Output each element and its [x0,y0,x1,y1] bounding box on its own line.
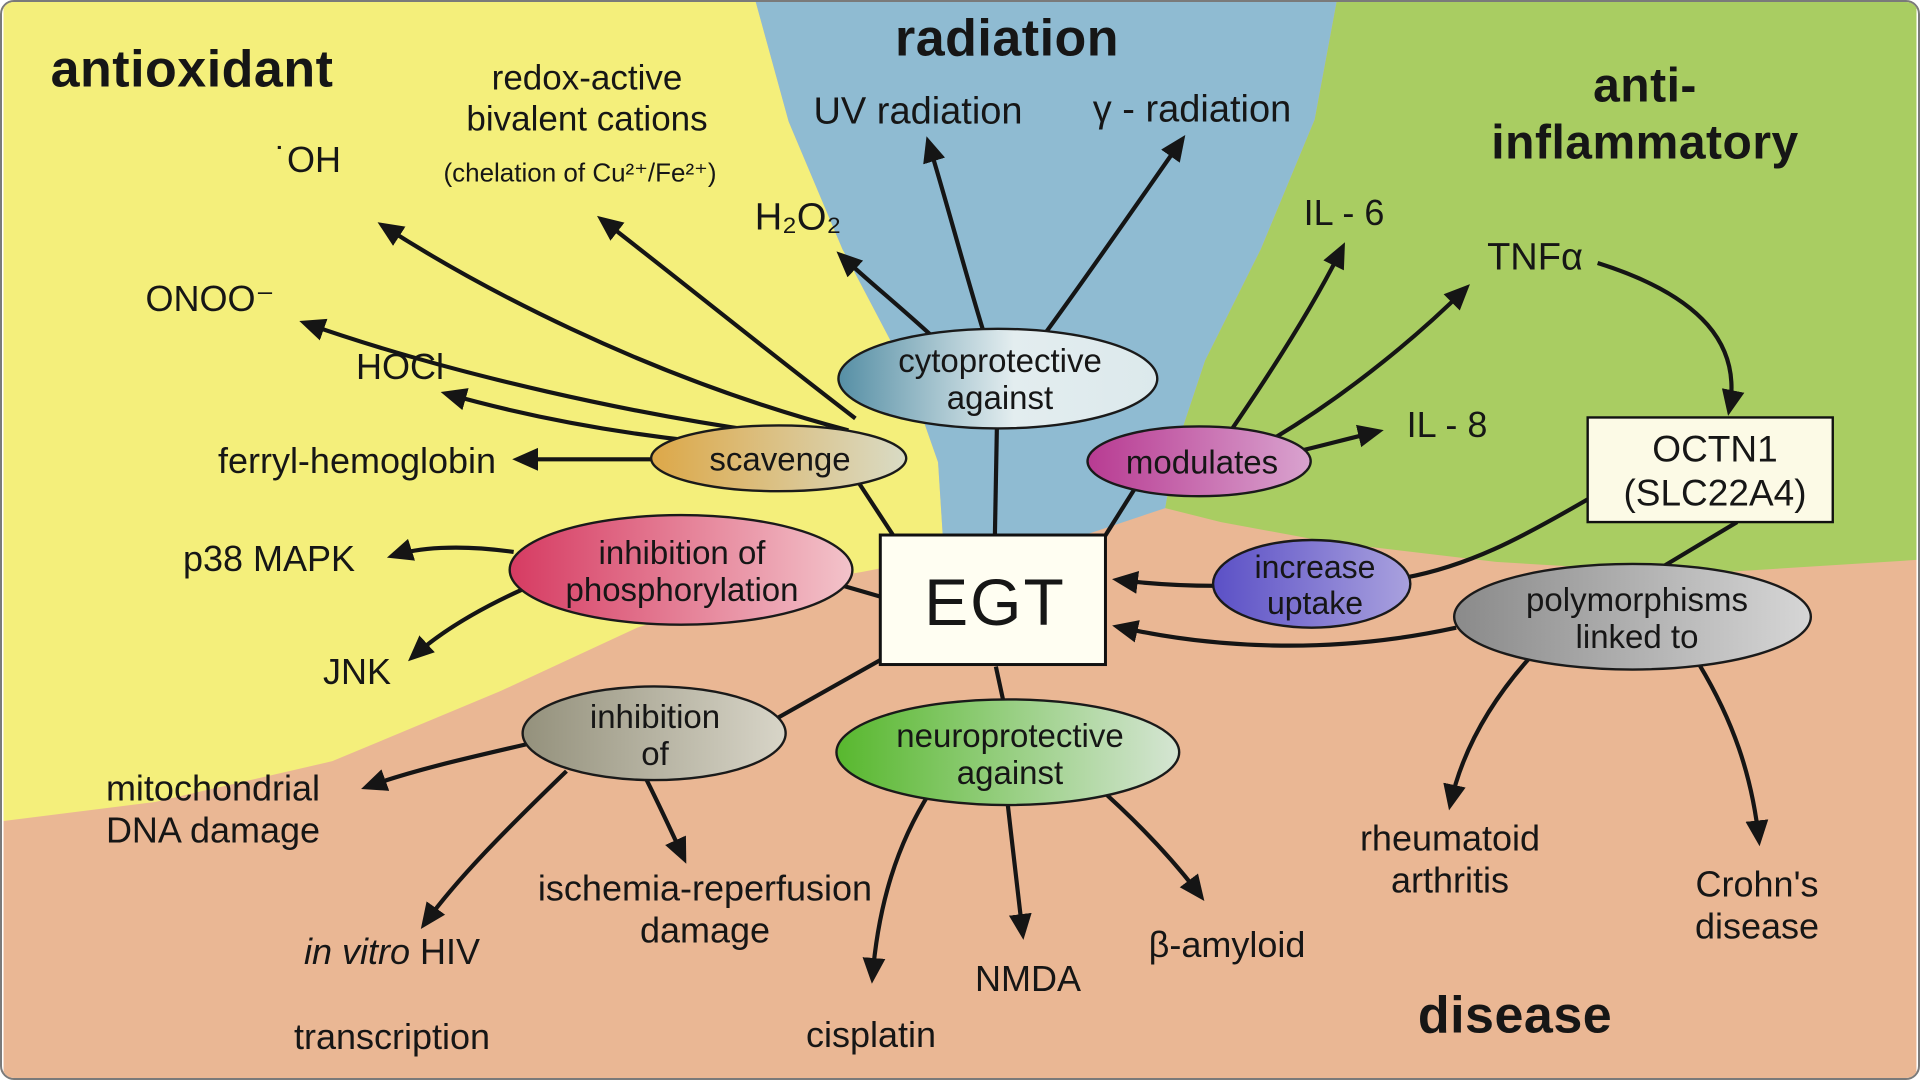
line-egt-inhibition-of [777,653,890,720]
egt-label: EGT [924,565,1066,640]
inhibition-phosphorylation-node [508,513,854,626]
octn1-label: OCTN1 (SLC22A4) [1623,428,1807,513]
arrow-inhibition-to-invitro-hiv [420,769,568,929]
label-h2o2: H₂O₂ [754,196,842,239]
modulates-label: modulates [1125,443,1279,481]
region-radiation-bg [755,2,1337,556]
arrow-neuro-to-nmda [1005,804,1032,940]
arrow-scavenge-to-redox-cations [597,215,857,421]
label-tnfa: TNFα [1487,236,1583,279]
arrow-tnfa-to-octn1 [1597,261,1745,416]
line-octn1-increase-uptake [1403,496,1591,580]
arrow-modulates-to-il6 [1229,242,1345,432]
label-redox-cations: redox-active bivalent cations [466,58,708,139]
scavenge-node [649,424,908,493]
label-invitro-italic: in vitro [303,931,410,973]
arrow-inhibition-to-mito-dna [361,742,528,791]
arrow-inhibition-to-ischemia [644,778,687,864]
arrow-scavenge-to-oh [377,222,849,433]
neuroprotective-label: neuroprotective against [896,717,1124,791]
label-beta-amyloid: β-amyloid [1148,923,1306,965]
region-label-anti-inflammatory: anti-inflammatory [1491,59,1799,169]
region-label-antioxidant: antioxidant [50,40,334,99]
arrow-polymorphisms-to-rheumatoid [1443,656,1532,811]
increase-uptake-label: increase uptake [1254,549,1376,621]
arrow-cytoprotective-to-h2o2 [836,251,940,344]
increase-uptake-node [1211,538,1412,629]
modulates-node [1086,425,1312,498]
arrow-phosphorylation-to-jnk [408,587,523,662]
process-ellipses [508,327,1813,807]
arrow-increase-uptake-to-egt [1112,571,1216,594]
label-rheumatoid-arthritis: rheumatoid arthritis [1359,817,1541,901]
region-label-disease: disease [1417,986,1613,1045]
label-p38-mapk: p38 MAPK [182,537,356,579]
arrow-neuro-to-cisplatin [862,790,932,984]
arrow-polymorphisms-to-egt [1112,620,1457,648]
label-il8: IL - 8 [1406,403,1488,445]
cytoprotective-node [837,327,1159,430]
region-label-radiation: radiation [894,9,1120,68]
line-polymorphisms-octn1 [1656,520,1739,572]
line-egt-neuroprotective [993,666,1006,704]
label-oh-radical: ˙OH [275,138,341,180]
egt-box [878,533,1107,667]
label-jnk: JNK [322,650,392,692]
label-gamma-radiation: γ - radiation [1092,88,1292,131]
polymorphisms-label: polymorphisms linked to [1526,581,1748,655]
label-chelation: (chelation of Cu²⁺/Fe²⁺) [443,157,717,188]
neuroprotective-node [835,698,1181,807]
cytoprotective-label: cytoprotective against [898,342,1102,416]
inhibition-phosphorylation-label: inhibition of phosphorylation [565,534,799,608]
region-antioxidant-bg [3,2,945,821]
label-invitro-hiv: in vitro HIV transcription [293,889,491,1078]
label-mito-dna-damage: mitochondrial DNA damage [105,767,321,851]
arrow-cytoprotective-to-uv [923,136,985,331]
label-il6: IL - 6 [1303,191,1385,233]
arrow-modulates-to-tnfa [1272,284,1470,441]
scavenge-label: scavenge [709,440,851,478]
arrow-polymorphisms-to-crohns [1697,663,1769,847]
label-invitro-line2: transcription [293,1016,491,1058]
inhibition-of-label: inhibition of [589,698,721,772]
label-hocl: HOCl [356,345,444,387]
arrow-phosphorylation-to-p38 [386,538,514,561]
octn1-box [1586,416,1834,524]
line-egt-scavenge [856,481,900,545]
polymorphisms-node [1452,562,1813,671]
line-egt-cytoprotective [992,428,999,538]
label-onoo: ONOO⁻ [145,277,275,319]
label-ferryl-hemoglobin: ferryl-hemoglobin [217,439,497,481]
label-cisplatin: cisplatin [805,1013,937,1055]
arrow-cytoprotective-to-gamma [1041,135,1186,338]
label-uv-radiation: UV radiation [813,90,1023,133]
arrows [299,135,1769,984]
label-ischemia-reperfusion: ischemia-reperfusion damage [537,867,873,951]
label-nmda: NMDA [975,957,1081,999]
label-crohns-disease: Crohn's disease [1694,863,1820,947]
inhibition-of-node [521,685,787,782]
label-invitro-rest: HIV [410,931,481,973]
